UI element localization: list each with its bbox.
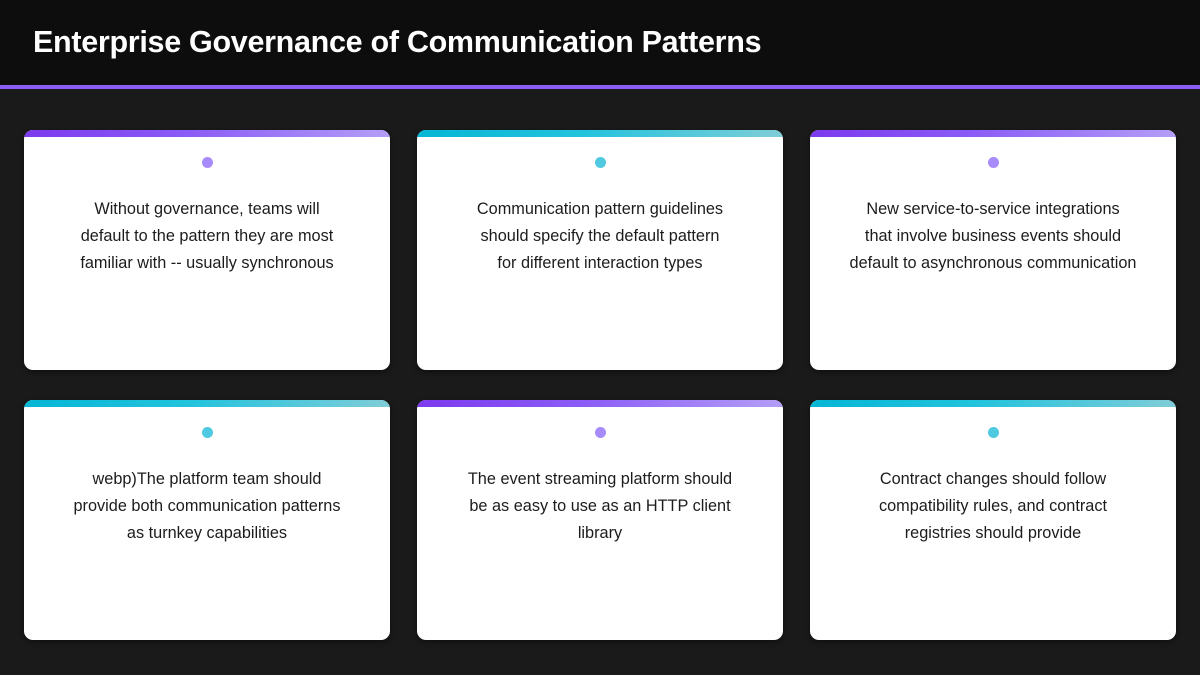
bullet-dot-icon <box>594 427 606 438</box>
bullet-dot-icon <box>201 427 213 438</box>
card-6[interactable]: Contract changes should follow compatibi… <box>810 400 1176 640</box>
slide-header: Enterprise Governance of Communication P… <box>0 0 1200 85</box>
bullet-dot-icon <box>201 157 213 168</box>
bullet-dot-icon <box>987 427 999 438</box>
card-text: webp)The platform team should provide bo… <box>73 470 341 543</box>
card-text: Contract changes should follow compatibi… <box>878 470 1108 543</box>
bullet-dot-icon <box>594 157 606 168</box>
card-text: Without governance, teams will default t… <box>80 200 334 273</box>
card-accent-bar <box>417 130 783 137</box>
card-text: New service-to-service integrations that… <box>849 200 1137 273</box>
card-grid: Without governance, teams will default t… <box>0 89 1200 675</box>
card-accent-bar <box>24 130 390 137</box>
card-accent-bar <box>810 400 1176 407</box>
bullet-dot-icon <box>987 157 999 168</box>
card-1[interactable]: Without governance, teams will default t… <box>24 130 390 370</box>
card-4[interactable]: webp)The platform team should provide bo… <box>24 400 390 640</box>
card-text: The event streaming platform should be a… <box>467 470 733 543</box>
header-divider-rule <box>0 85 1200 89</box>
card-accent-bar <box>24 400 390 407</box>
card-text: Communication pattern guidelines should … <box>476 200 724 273</box>
card-2[interactable]: Communication pattern guidelines should … <box>417 130 783 370</box>
card-accent-bar <box>417 400 783 407</box>
card-5[interactable]: The event streaming platform should be a… <box>417 400 783 640</box>
page-title: Enterprise Governance of Communication P… <box>33 24 762 59</box>
card-3[interactable]: New service-to-service integrations that… <box>810 130 1176 370</box>
card-accent-bar <box>810 130 1176 137</box>
